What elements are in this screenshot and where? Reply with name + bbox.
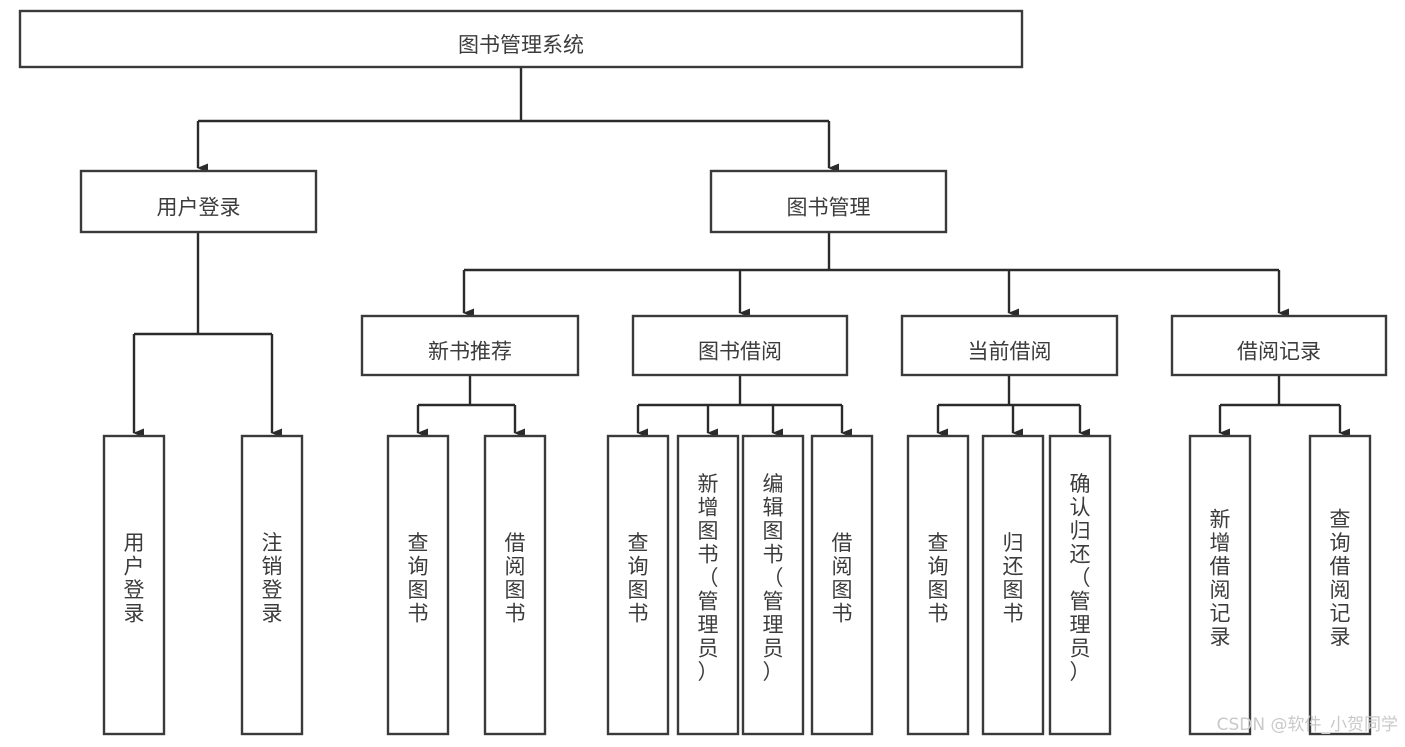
node-box-leaf-edit-book[interactable] <box>741 434 805 736</box>
node-box-root[interactable] <box>18 9 1024 69</box>
node-box-leaf-user-logout[interactable] <box>240 434 304 736</box>
node-box-book-manage[interactable] <box>709 169 948 234</box>
node-label-leaf-query-record: 查询借阅记录 <box>1330 507 1351 649</box>
node-leaf-add-record[interactable]: 新增借阅记录 <box>1188 434 1252 736</box>
node-label-new-book-rec: 新书推荐 <box>428 340 512 364</box>
node-box-leaf-user-login[interactable] <box>102 434 166 736</box>
node-box-leaf-query-record[interactable] <box>1308 434 1372 736</box>
node-label-user-login: 用户登录 <box>157 196 241 220</box>
node-leaf-edit-book[interactable]: 编辑图书（管理员） <box>741 434 805 736</box>
node-label-leaf-confirm-return: 确认归还（管理员） <box>1070 472 1091 684</box>
node-box-leaf-borrow-book-rec[interactable] <box>483 434 547 736</box>
nodes-layer: 图书管理系统用户登录图书管理新书推荐图书借阅当前借阅借阅记录用户登录注销登录查询… <box>18 9 1388 736</box>
node-box-leaf-confirm-return[interactable] <box>1048 434 1112 736</box>
node-leaf-borrow-book[interactable]: 借阅图书 <box>810 434 874 736</box>
node-leaf-confirm-return[interactable]: 确认归还（管理员） <box>1048 434 1112 736</box>
node-label-leaf-add-record: 新增借阅记录 <box>1210 507 1231 649</box>
node-book-borrow[interactable]: 图书借阅 <box>631 314 849 377</box>
csdn-watermark: CSDN @软件_小贺同学 <box>1217 715 1398 735</box>
node-label-leaf-user-login: 用户登录 <box>124 531 145 626</box>
node-leaf-borrow-book-rec[interactable]: 借阅图书 <box>483 434 547 736</box>
node-user-login[interactable]: 用户登录 <box>79 169 318 234</box>
node-borrow-record[interactable]: 借阅记录 <box>1170 314 1388 377</box>
node-box-book-borrow[interactable] <box>631 314 849 377</box>
node-leaf-user-login[interactable]: 用户登录 <box>102 434 166 736</box>
node-leaf-query-book-borrow[interactable]: 查询图书 <box>606 434 670 736</box>
node-book-manage[interactable]: 图书管理 <box>709 169 948 234</box>
node-label-leaf-query-book-cur: 查询图书 <box>928 531 949 626</box>
node-leaf-query-record[interactable]: 查询借阅记录 <box>1308 434 1372 736</box>
node-label-leaf-add-book: 新增图书（管理员） <box>698 472 719 684</box>
node-box-leaf-query-book-cur[interactable] <box>906 434 970 736</box>
node-box-leaf-add-book[interactable] <box>676 434 740 736</box>
node-box-user-login[interactable] <box>79 169 318 234</box>
node-label-borrow-record: 借阅记录 <box>1237 340 1321 364</box>
node-label-leaf-query-book-rec: 查询图书 <box>408 531 429 626</box>
node-box-current-borrow[interactable] <box>900 314 1119 377</box>
node-leaf-return-book[interactable]: 归还图书 <box>981 434 1045 736</box>
node-box-new-book-rec[interactable] <box>360 314 580 377</box>
node-leaf-add-book[interactable]: 新增图书（管理员） <box>676 434 740 736</box>
node-label-book-borrow: 图书借阅 <box>698 340 782 364</box>
node-box-borrow-record[interactable] <box>1170 314 1388 377</box>
node-label-leaf-borrow-book: 借阅图书 <box>832 531 853 626</box>
node-box-leaf-query-book-borrow[interactable] <box>606 434 670 736</box>
connectors-layer <box>132 67 1350 438</box>
node-label-leaf-borrow-book-rec: 借阅图书 <box>505 531 526 626</box>
node-new-book-rec[interactable]: 新书推荐 <box>360 314 580 377</box>
node-leaf-user-logout[interactable]: 注销登录 <box>240 434 304 736</box>
node-label-leaf-user-logout: 注销登录 <box>262 531 283 626</box>
node-current-borrow[interactable]: 当前借阅 <box>900 314 1119 377</box>
node-root[interactable]: 图书管理系统 <box>18 9 1024 69</box>
node-label-book-manage: 图书管理 <box>787 196 871 220</box>
node-box-leaf-return-book[interactable] <box>981 434 1045 736</box>
node-box-leaf-query-book-rec[interactable] <box>386 434 450 736</box>
node-box-leaf-borrow-book[interactable] <box>810 434 874 736</box>
node-label-leaf-query-book-borrow: 查询图书 <box>628 531 649 626</box>
node-label-root: 图书管理系统 <box>458 33 584 57</box>
node-box-leaf-add-record[interactable] <box>1188 434 1252 736</box>
node-label-leaf-edit-book: 编辑图书（管理员） <box>763 472 784 684</box>
node-label-leaf-return-book: 归还图书 <box>1003 531 1024 626</box>
node-leaf-query-book-cur[interactable]: 查询图书 <box>906 434 970 736</box>
node-leaf-query-book-rec[interactable]: 查询图书 <box>386 434 450 736</box>
node-label-current-borrow: 当前借阅 <box>968 340 1052 364</box>
